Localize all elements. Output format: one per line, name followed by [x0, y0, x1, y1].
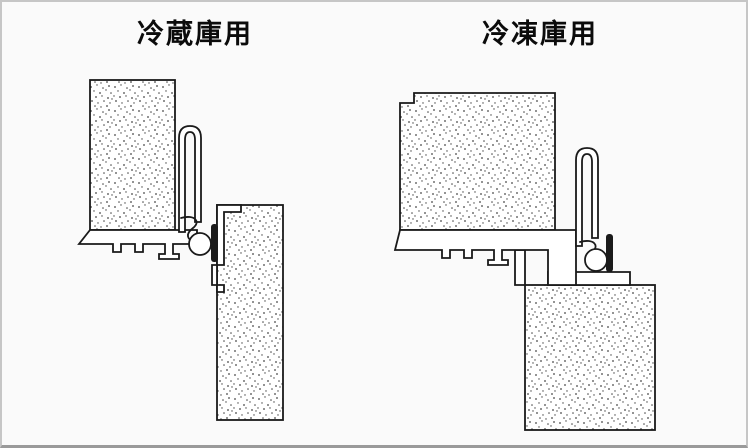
gasket-retainer-hook: [178, 125, 202, 233]
cabinet-insulation-section: [524, 284, 656, 431]
refrigerator-label: 冷蔵庫用: [137, 19, 253, 49]
freezer-seal-diagram: [393, 92, 656, 431]
refrigerator-seal-diagram: [77, 79, 284, 421]
liner-support-leg: [514, 249, 526, 286]
magnet-strip: [606, 234, 613, 272]
gasket-retainer-hook: [575, 147, 599, 247]
cabinet-flange-profile: [211, 204, 242, 293]
door-insulation-section: [399, 92, 556, 231]
gasket-balloon: [188, 232, 212, 256]
magnet-strip: [211, 224, 218, 262]
door-insulation-section: [89, 79, 176, 231]
door-liner-profile: [393, 229, 577, 286]
gasket-balloon: [584, 248, 608, 272]
refrigerator-seal-figure: 冷蔵庫用: [60, 14, 330, 440]
door-liner-profile: [77, 229, 198, 260]
freezer-label: 冷凍庫用: [482, 19, 598, 49]
freezer-seal-figure: 冷凍庫用: [390, 14, 690, 440]
cabinet-insulation-section: [216, 204, 284, 421]
